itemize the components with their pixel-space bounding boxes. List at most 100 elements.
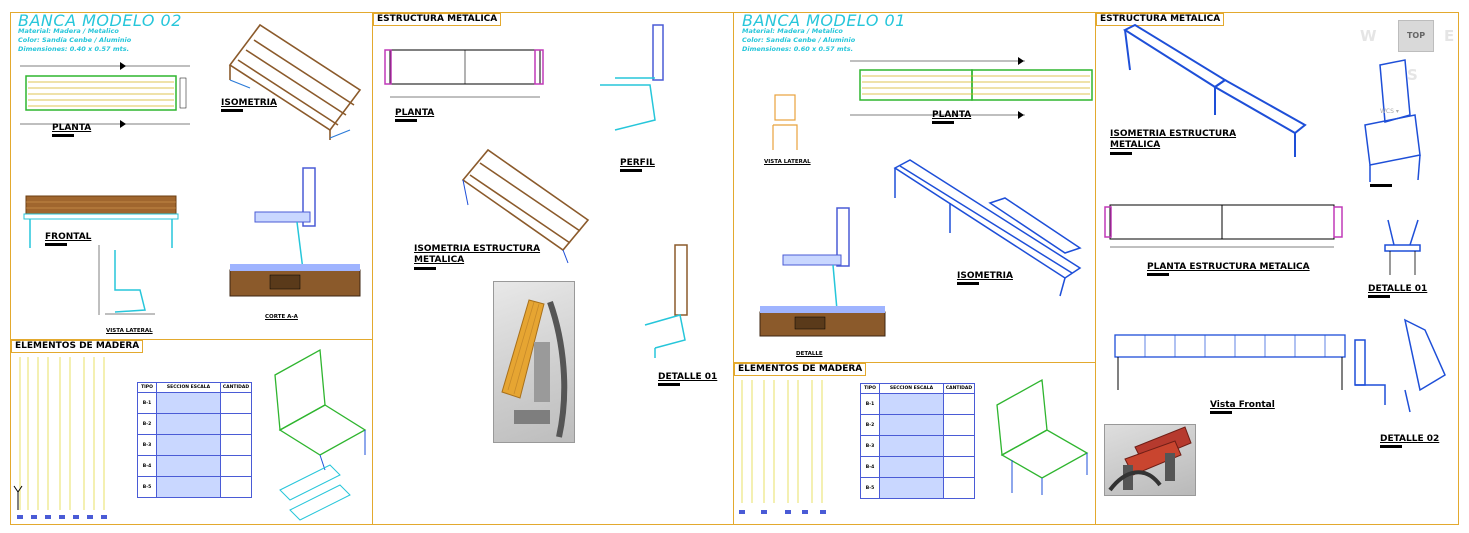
scale-bar [620,169,642,172]
model-02-frontal-label: FRONTAL [45,232,92,242]
model-02-estructura-planta-drawing [384,49,544,98]
model-02-frontal-drawing [23,195,179,248]
scale-bar [395,119,417,122]
model-01-detalle-drawing [759,207,886,337]
scale-bar [52,134,74,137]
model-01-estructura-planta-drawing [1104,204,1343,248]
model-02-spec-color: Color: Sandía Cenbe / Aluminio [18,36,132,44]
model-02-elementos-header: ELEMENTOS DE MADERA [11,340,144,353]
model-02-isometria-label: ISOMETRIA [221,98,277,108]
table-type-cell: B-1 [137,392,157,414]
model-01-isometria-label: ISOMETRIA [957,271,1013,281]
model-01-detalle-02-drawing [1354,318,1446,413]
model-01-estructura-isometria-label-2: METALICA [1110,140,1161,150]
model-01-render-image [1104,424,1196,496]
model-01-planta-drawing [850,57,1093,119]
table-type-cell: B-3 [860,435,880,457]
model-01-estructura-header: ESTRUCTURA METALICA [1096,13,1225,26]
model-01-spec-color: Color: Sandía Cenbe / Aluminio [742,36,856,44]
scale-bar [1110,152,1132,155]
scale-bar [957,282,979,285]
model-01-detalle-01-label: DETALLE 01 [1368,284,1428,294]
model-01-detalle-02-label: DETALLE 02 [1380,434,1440,444]
table-header-seccion: SECCION ESCALA [156,382,221,393]
chevron-down-icon: ▾ [1395,108,1399,115]
model-02-detalle-label: DETALLE 01 [658,372,718,382]
model-01-estructura-isometria-label-1: ISOMETRIA ESTRUCTURA [1110,129,1237,139]
table-type-cell: B-2 [137,413,157,435]
model-01-green-isometric-drawing [996,378,1089,495]
scale-bar [932,121,954,124]
table-type-cell: B-4 [137,455,157,477]
model-01-estructura-isometria-drawing [1122,23,1307,157]
model-02-isometria-drawing [228,23,362,140]
table-header-cantidad: CANTIDAD [220,382,252,393]
model-02-perfil-drawing [600,24,664,131]
table-header-seccion: SECCION ESCALA [879,383,944,394]
model-02-wood-table: TIPO SECCION ESCALA CANTIDAD B-1 B-2 B-3… [137,382,252,498]
ucs-label: WCS [1380,108,1394,115]
table-header-tipo: TIPO [860,383,880,394]
model-02-estructura-header: ESTRUCTURA METALICA [373,13,502,26]
table-header-cantidad: CANTIDAD [943,383,975,394]
model-02-estructura-isometria-drawing [461,148,590,264]
model-02-title: BANCA MODELO 02 [18,11,182,30]
compass-e: E [1444,27,1455,45]
table-type-cell: B-2 [860,414,880,436]
scale-bar [1370,184,1392,187]
model-02-estructura-planta-label: PLANTA [395,108,435,118]
model-01-wood-table: TIPO SECCION ESCALA CANTIDAD B-1 B-2 B-3… [860,383,975,499]
viewcube-top[interactable]: TOP [1398,20,1434,52]
model-01-isometria-drawing [893,159,1082,297]
scale-bar [658,383,680,386]
table-type-cell: B-5 [137,476,157,498]
model-02-green-isometric-drawing [274,348,367,521]
model-02-estructura-isometria-label-1: ISOMETRIA ESTRUCTURA [414,244,541,254]
model-01-detalle-label: DETALLE [796,351,823,357]
ucs-menu[interactable]: WCS ▾ [1380,108,1399,115]
model-01-title: BANCA MODELO 01 [742,11,906,30]
table-type-cell: B-4 [860,456,880,478]
model-01-vista-frontal-drawing [1114,334,1346,390]
scale-bar [1368,295,1390,298]
model-02-render-image [493,281,575,443]
model-01-right-isometric-drawing [1364,59,1421,182]
ucs-axis-icon [13,485,23,510]
model-02-detalle-drawing [644,244,688,358]
model-01-vista-frontal-label: Vista Frontal [1210,400,1275,410]
model-02-corte-label: CORTE A-A [265,314,298,320]
model-02-vista-lateral-label: VISTA LATERAL [106,328,153,334]
compass-w: W [1360,27,1377,45]
model-01-elementos-header: ELEMENTOS DE MADERA [734,363,867,376]
model-01-wood-planks-drawing [739,380,826,514]
model-01-estructura-planta-label: PLANTA ESTRUCTURA METALICA [1147,262,1310,272]
model-01-detalle-01-drawing [1384,219,1421,275]
model-02-spec-material: Material: Madera / Metalico [18,27,119,35]
panel-model-01-estructura [1095,12,1459,525]
scale-bar [1210,411,1232,414]
model-01-vista-lateral-label: VISTA LATERAL [764,159,811,165]
table-header-tipo: TIPO [137,382,157,393]
table-type-cell: B-5 [860,477,880,499]
model-02-estructura-isometria-label-2: METALICA [414,255,465,265]
table-type-cell: B-3 [137,434,157,456]
scale-bar [221,109,243,112]
model-02-vista-lateral-drawing [98,245,155,315]
model-02-perfil-label: PERFIL [620,158,655,168]
model-02-spec-dimensions: Dimensiones: 0.40 x 0.57 mts. [18,45,130,53]
compass-s: S [1407,66,1418,84]
model-02-planta-label: PLANTA [52,123,92,133]
scale-bar [414,267,436,270]
table-type-cell: B-1 [860,393,880,415]
scale-bar [1147,273,1169,276]
scale-bar [1380,445,1402,448]
model-02-wood-planks-drawing [17,357,107,519]
model-02-planta-drawing [20,62,190,128]
model-02-corte-drawing [229,167,361,297]
scale-bar [45,243,67,246]
model-01-planta-label: PLANTA [932,110,972,120]
model-01-spec-dimensions: Dimensiones: 0.60 x 0.57 mts. [742,45,854,53]
model-01-spec-material: Material: Madera / Metalico [742,27,843,35]
model-01-vista-lateral-drawing [772,94,798,150]
